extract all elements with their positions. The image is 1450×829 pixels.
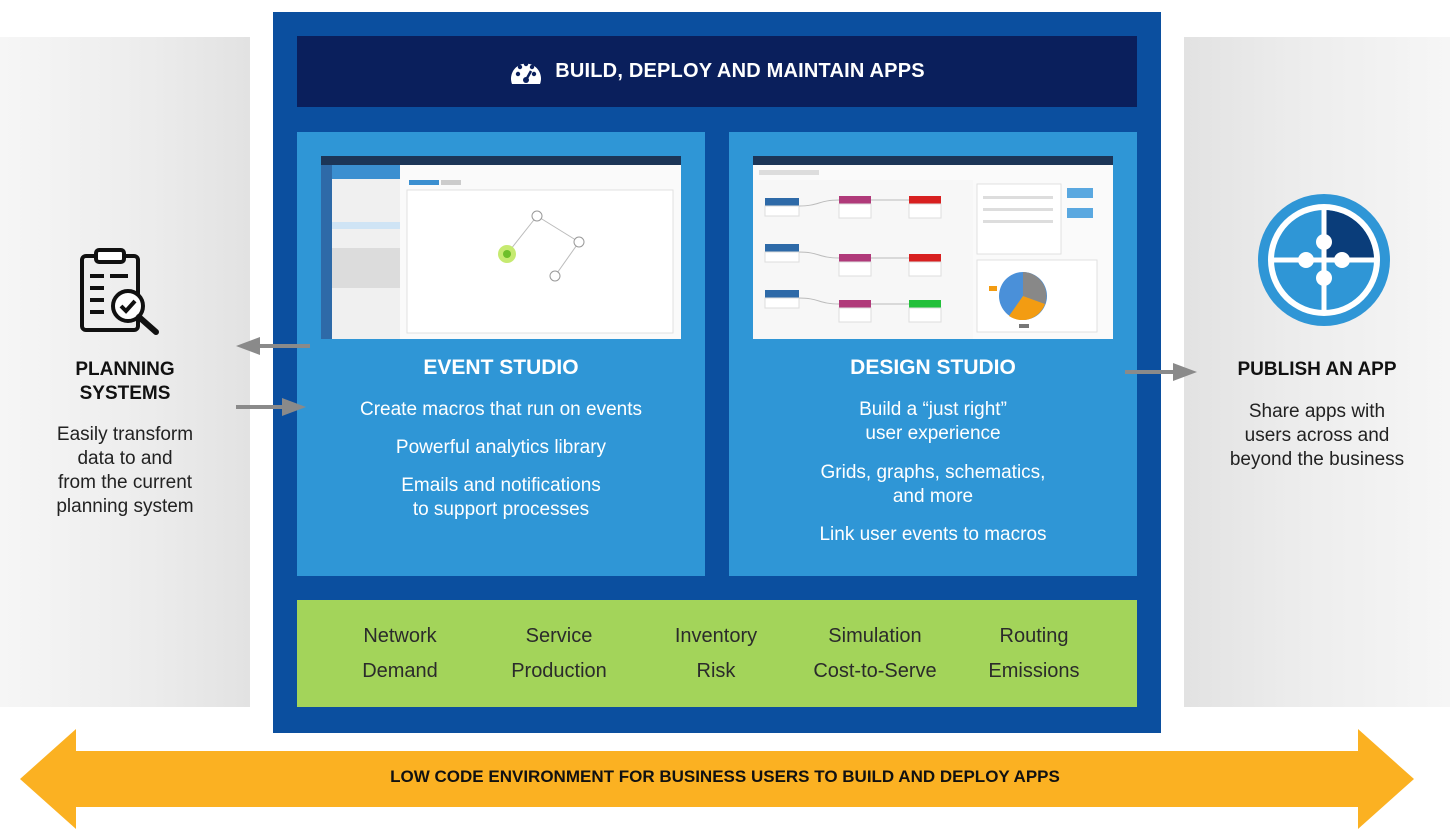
puzzle-icon — [1258, 194, 1390, 326]
design-studio-card: DESIGN STUDIO Build a “just right” user … — [729, 132, 1137, 576]
low-code-label: LOW CODE ENVIRONMENT FOR BUSINESS USERS … — [390, 767, 1060, 786]
design-studio-line: and more — [892, 486, 974, 507]
publish-app-panel — [1184, 37, 1450, 707]
event-studio-card: EVENT STUDIO Create macros that run on e… — [297, 132, 705, 576]
event-studio-screenshot — [321, 156, 681, 339]
event-studio-line: Create macros that run on events — [360, 399, 642, 420]
clipboard-search-icon — [80, 248, 159, 335]
design-studio-line: Build a “just right” — [859, 399, 1007, 420]
publish-app-title: PUBLISH AN APP — [1237, 359, 1397, 380]
design-studio-title: DESIGN STUDIO — [850, 356, 1016, 379]
design-studio-screenshot — [753, 156, 1113, 339]
arrow-to-publish-icon — [1125, 363, 1197, 381]
event-studio-title: EVENT STUDIO — [423, 356, 579, 379]
planning-systems-panel — [0, 37, 250, 707]
speedometer-icon — [511, 61, 542, 84]
publish-app-description: Share apps with users across and beyond … — [1229, 401, 1405, 470]
banner-title: BUILD, DEPLOY AND MAINTAIN APPS — [555, 60, 925, 82]
design-studio-line: user experience — [865, 423, 1001, 444]
event-studio-line: Powerful analytics library — [395, 437, 607, 458]
banner: BUILD, DEPLOY AND MAINTAIN APPS — [297, 36, 1137, 107]
planning-systems-description: Easily transform data to and from the cu… — [56, 424, 194, 517]
design-studio-line: Link user events to macros — [819, 524, 1047, 545]
event-studio-line: to support processes — [412, 499, 590, 520]
design-studio-line: Grids, graphs, schematics, — [820, 462, 1046, 483]
low-code-arrow-icon — [20, 729, 1414, 829]
arrow-from-planning-icon — [236, 398, 306, 416]
planning-systems-title: PLANNING SYSTEMS — [75, 359, 175, 404]
arrow-to-planning-icon — [236, 337, 310, 355]
event-studio-line: Emails and notifications — [401, 475, 601, 496]
